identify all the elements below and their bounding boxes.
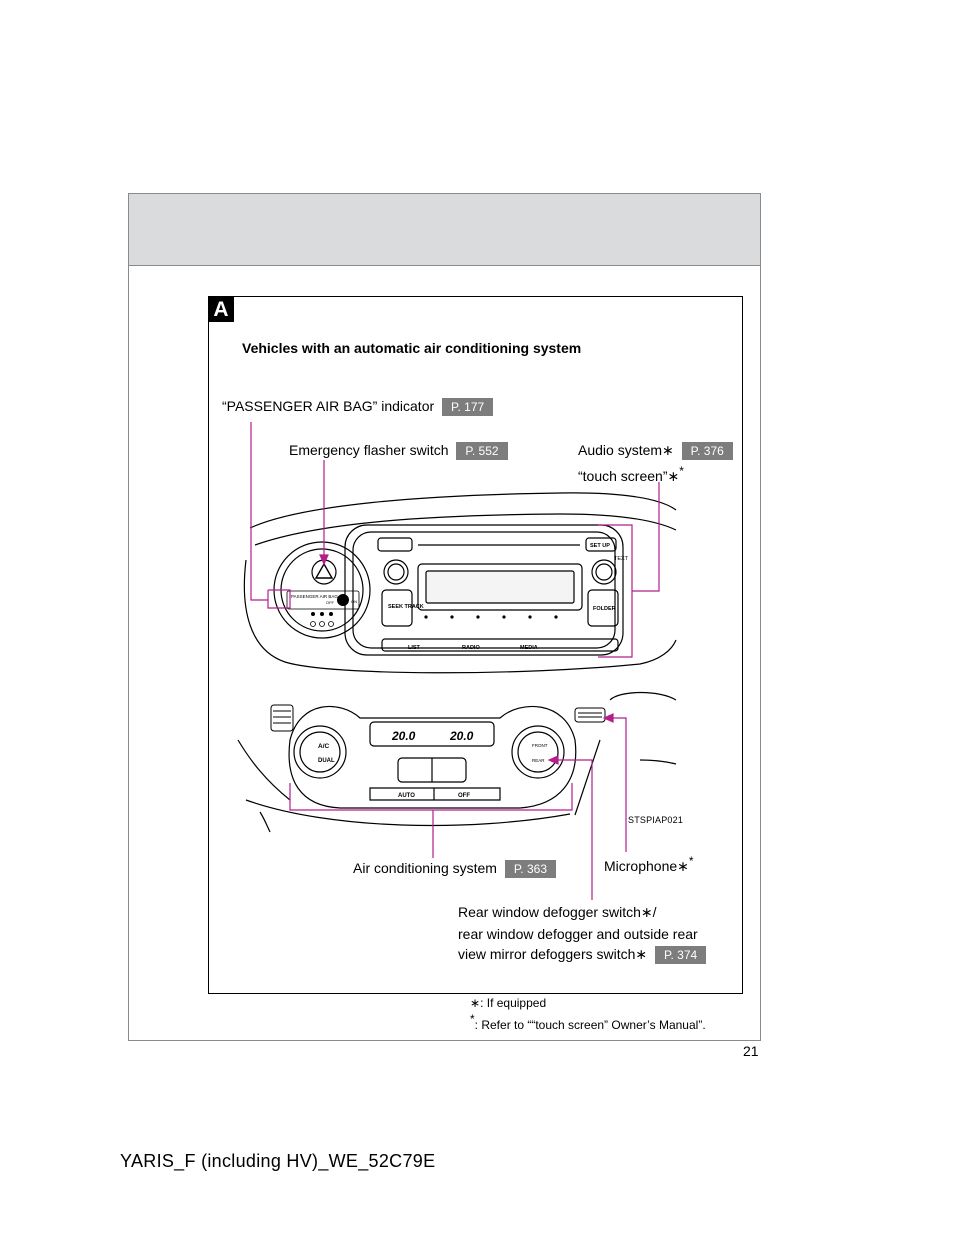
panel-text-label: TEXT xyxy=(614,556,629,562)
asterisk-icon: ∗ xyxy=(667,468,680,484)
illustration-frame xyxy=(208,296,743,994)
panel-on-label: ON xyxy=(351,599,357,604)
page-number: 21 xyxy=(743,1043,759,1059)
panel-off-label: OFF xyxy=(326,600,335,605)
callout-label: Microphone xyxy=(604,858,678,874)
panel-rear-label: REAR xyxy=(532,758,545,763)
asterisk-icon: ∗ xyxy=(662,442,674,458)
footnote-text: : Refer to ““touch screen” Owner’s Manua… xyxy=(474,1018,706,1032)
panel-list-label: LIST xyxy=(408,645,421,651)
header-band xyxy=(129,194,760,266)
panel-dual-label: DUAL xyxy=(318,758,335,764)
callout-emergency-flasher: Emergency flasher switch P. 552 xyxy=(289,442,508,461)
star-icon: * xyxy=(679,464,684,478)
callout-rear-defogger-line3: view mirror defoggers switch∗ P. 374 xyxy=(458,946,707,965)
callout-passenger-airbag: “PASSENGER AIR BAG” indicator P. 177 xyxy=(222,398,494,417)
callout-rear-defogger-line2: rear window defogger and outside rear xyxy=(458,926,698,942)
callout-label: Emergency flasher switch xyxy=(289,442,449,458)
asterisk-icon: ∗ xyxy=(677,858,689,874)
panel-folder-label: FOLDER xyxy=(593,606,616,612)
asterisk-icon: ∗ xyxy=(635,946,648,962)
page-frame xyxy=(128,193,761,1041)
panel-ac-label: A/C xyxy=(318,743,330,750)
callout-label: rear window defogger and outside rear xyxy=(458,926,698,942)
footnote-refer: *: Refer to ““touch screen” Owner’s Manu… xyxy=(470,1012,706,1032)
panel-passenger-airbag-label: PASSENGER AIR BAG xyxy=(291,594,338,599)
footnote-text: : If equipped xyxy=(480,996,547,1010)
panel-auto-label: AUTO xyxy=(398,793,415,799)
panel-seek-track-label: SEEK TRACK xyxy=(388,604,424,610)
model-code: YARIS_F (including HV)_WE_52C79E xyxy=(120,1151,436,1171)
callout-rear-defogger-line1: Rear window defogger switch∗/ xyxy=(458,904,657,921)
callout-label: “touch screen” xyxy=(578,468,668,484)
callout-label: view mirror defoggers switch xyxy=(458,946,636,962)
leader-lines xyxy=(250,422,660,900)
page-ref-376[interactable]: P. 376 xyxy=(681,442,733,461)
callout-audio-touch-screen: “touch screen”∗* xyxy=(578,464,684,485)
page-ref-177[interactable]: P. 177 xyxy=(442,398,494,417)
star-icon: * xyxy=(688,854,694,868)
section-badge: A xyxy=(208,296,234,322)
callout-air-conditioning: Air conditioning system P. 363 xyxy=(353,860,556,879)
panel-off-button-label: OFF xyxy=(458,793,470,799)
asterisk-icon: ∗ xyxy=(470,996,481,1010)
callout-label: Audio system xyxy=(578,442,663,458)
callout-microphone: Microphone∗* xyxy=(604,854,694,875)
panel-radio-label: RADIO xyxy=(462,645,480,651)
panel-temp-left: 20.0 xyxy=(391,729,416,743)
dash-top-line xyxy=(249,492,677,529)
panel-temp-right: 20.0 xyxy=(449,729,474,743)
page-ref-363[interactable]: P. 363 xyxy=(504,860,556,879)
page-ref-552[interactable]: P. 552 xyxy=(456,442,508,461)
footnote-if-equipped: ∗: If equipped xyxy=(470,996,546,1010)
page-ref-374[interactable]: P. 374 xyxy=(655,946,707,965)
slash-text: / xyxy=(652,904,657,920)
callout-label: Rear window defogger switch xyxy=(458,904,641,920)
illustration-subtitle: Vehicles with an automatic air condition… xyxy=(242,340,582,356)
panel-front-label: FRONT xyxy=(532,743,548,748)
panel-setup-label: SET UP xyxy=(590,543,610,549)
panel-media-label: MEDIA xyxy=(520,645,538,651)
asterisk-icon: ∗ xyxy=(640,904,653,920)
callout-label: Air conditioning system xyxy=(353,860,497,876)
callout-audio-system: Audio system∗ P. 376 xyxy=(578,442,733,461)
star-icon: * xyxy=(470,1012,475,1026)
illustration-code: STSPIAP021 xyxy=(628,815,684,825)
callout-label: “PASSENGER AIR BAG” indicator xyxy=(222,398,435,414)
